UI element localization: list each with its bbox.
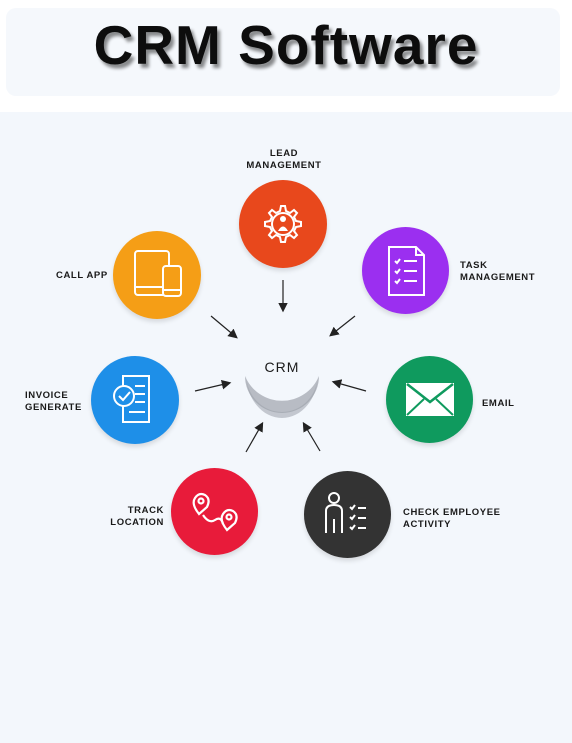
arrow-task-management bbox=[329, 315, 356, 337]
crm-hub bbox=[245, 374, 319, 418]
checklist-document-icon bbox=[388, 246, 425, 296]
invoice-check-icon bbox=[113, 375, 150, 423]
arrow-check-employee-activity bbox=[302, 421, 321, 452]
arrow-email bbox=[331, 379, 367, 392]
lead-management-node bbox=[239, 180, 327, 268]
arrow-track-location bbox=[245, 421, 264, 453]
invoice-generate-label: INVOICE GENERATE bbox=[25, 390, 82, 413]
task-management-node bbox=[362, 227, 449, 314]
arrow-invoice-generate bbox=[194, 379, 232, 392]
call-app-label: CALL APP bbox=[56, 270, 108, 281]
lead-management-label: LEAD MANAGEMENT bbox=[246, 148, 322, 171]
person-checklist-icon bbox=[325, 492, 366, 533]
check-employee-activity-node bbox=[304, 471, 391, 558]
map-route-icon bbox=[192, 492, 238, 532]
track-location-node bbox=[171, 468, 258, 555]
crm-hub-label: CRM bbox=[264, 359, 300, 375]
track-location-label: TRACK LOCATION bbox=[110, 505, 164, 528]
devices-icon bbox=[134, 250, 182, 297]
gear-person-icon bbox=[264, 205, 302, 243]
task-management-label: TASK MANAGEMENT bbox=[460, 260, 536, 283]
envelope-icon bbox=[406, 383, 454, 416]
call-app-node bbox=[113, 231, 201, 319]
page-title: CRM Software bbox=[93, 14, 479, 76]
arrow-call-app bbox=[210, 315, 238, 339]
email-label: EMAIL bbox=[482, 398, 515, 409]
invoice-generate-node bbox=[91, 356, 179, 444]
email-node bbox=[386, 356, 473, 443]
header-card bbox=[6, 8, 560, 96]
check-employee-activity-label: CHECK EMPLOYEE ACTIVITY bbox=[403, 507, 501, 530]
